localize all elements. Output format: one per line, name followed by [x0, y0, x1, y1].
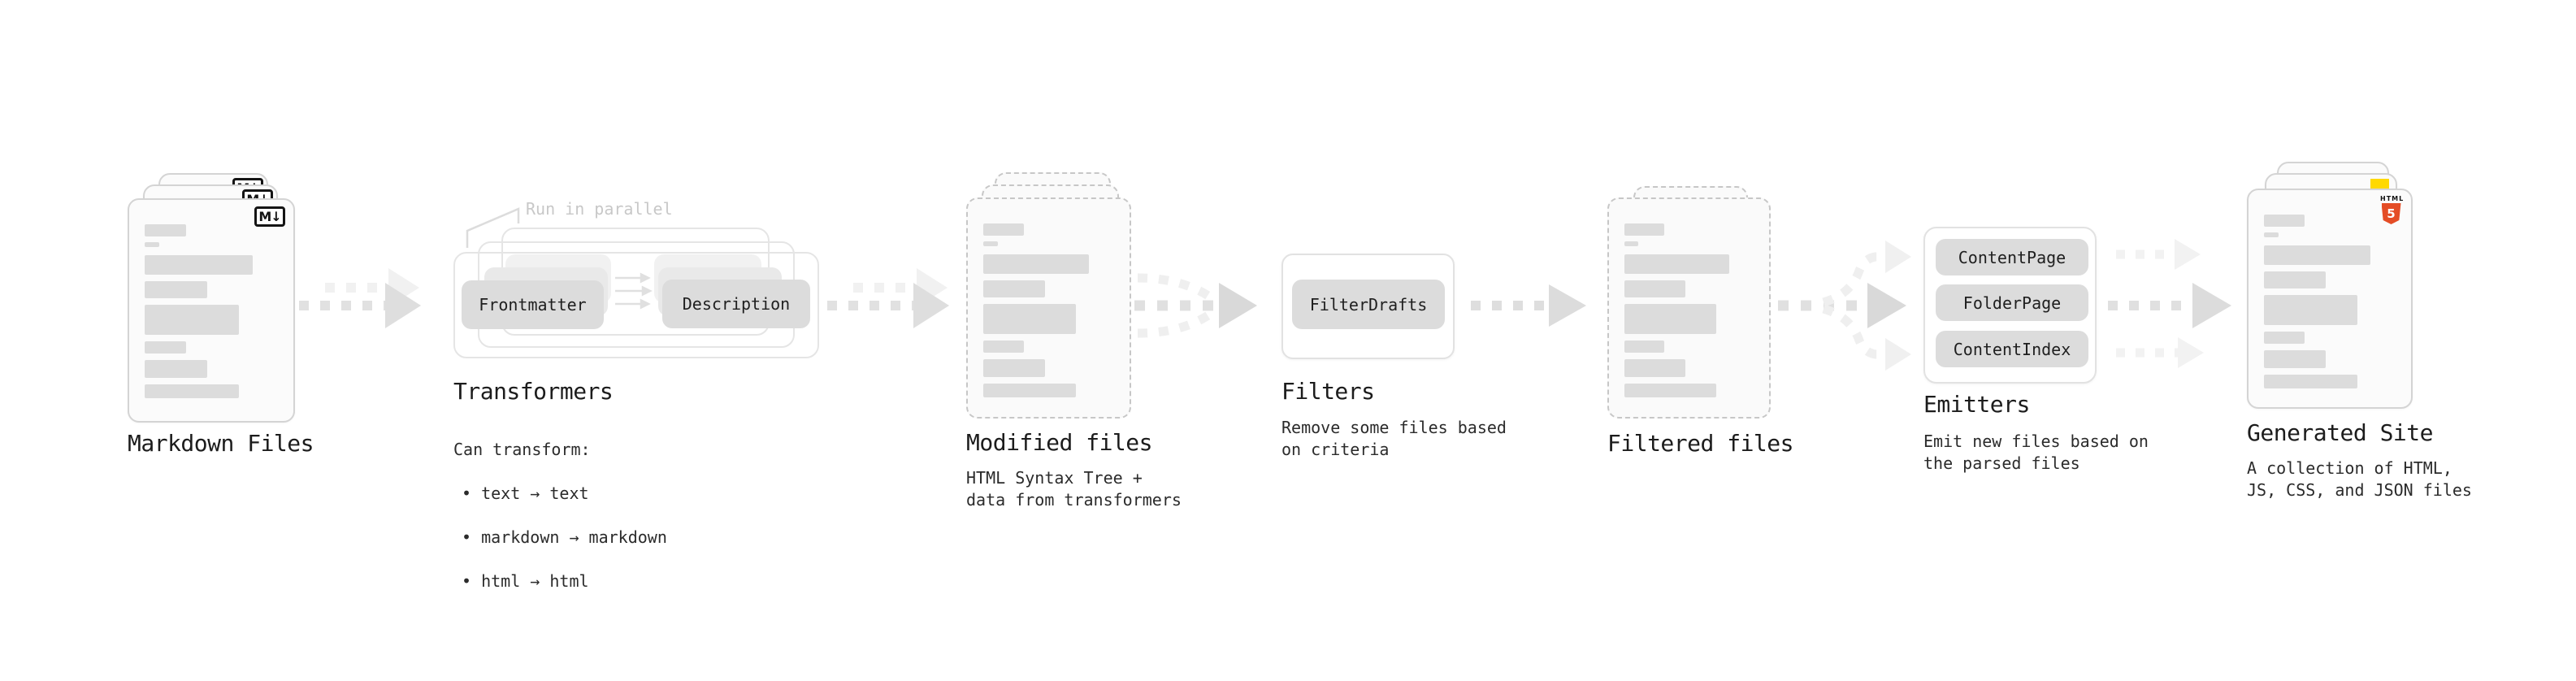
- doc-text-bar: [145, 305, 240, 335]
- generated-site-description: A collection of HTML, JS, CSS, and JSON …: [2247, 458, 2472, 500]
- doc-text-bar: [2264, 350, 2327, 368]
- js-icon: [2370, 179, 2389, 189]
- doc-text-bar: [1624, 304, 1716, 334]
- transform-bullet: • text → text: [462, 484, 589, 503]
- doc-text-bar: [145, 384, 240, 398]
- markdown-file-front-card: M↓: [128, 198, 295, 423]
- modified-file-front-card: [966, 197, 1131, 419]
- doc-text-bar: [983, 241, 998, 246]
- doc-text-placeholder: [2264, 215, 2396, 388]
- description-pill: Description: [662, 280, 810, 328]
- doc-text-bar: [1624, 280, 1685, 297]
- filters-description: Remove some files based on criteria: [1281, 418, 1507, 459]
- doc-text-bar: [145, 341, 186, 354]
- html5-icon: HTML 5: [2380, 195, 2405, 224]
- doc-text-bar: [983, 280, 1045, 297]
- arrow-modified-to-filters-icon: [1134, 273, 1257, 338]
- markdown-files-title: Markdown Files: [128, 430, 314, 457]
- doc-text-bar: [1624, 340, 1665, 353]
- doc-text-bar: [1624, 241, 1639, 246]
- doc-text-bar: [983, 223, 1024, 236]
- emitters-description: Emit new files based on the parsed files: [1923, 432, 2149, 473]
- arrow-emitters-to-generated-icon: [2108, 239, 2231, 368]
- doc-text-bar: [983, 384, 1077, 397]
- doc-text-bar: [983, 359, 1045, 377]
- arrow-filters-to-filtered-icon: [1471, 284, 1586, 327]
- emitters-title: Emitters: [1923, 391, 2030, 418]
- doc-text-bar: [2264, 332, 2305, 344]
- note-leader-line: [466, 207, 520, 248]
- transformers-description: Can transform: • text → text • markdown …: [453, 417, 667, 614]
- markdown-icon: M↓: [254, 206, 285, 227]
- transformers-title: Transformers: [453, 378, 614, 405]
- doc-text-placeholder: [1624, 223, 1754, 397]
- modified-files-description: HTML Syntax Tree + data from transformer…: [966, 468, 1182, 510]
- html5-icon-shield: 5: [2381, 203, 2401, 224]
- arrow-markdown-to-transformers-icon: [299, 268, 421, 328]
- doc-text-bar: [2264, 245, 2371, 265]
- frontmatter-pill: Frontmatter: [462, 280, 604, 329]
- filtered-files-title: Filtered files: [1607, 430, 1794, 457]
- doc-text-bar: [983, 340, 1024, 353]
- doc-text-bar: [2264, 375, 2358, 388]
- transformer-front-card: [453, 252, 819, 358]
- contentindex-pill: ContentIndex: [1936, 331, 2088, 367]
- doc-text-bar: [1624, 254, 1729, 274]
- doc-text-placeholder: [145, 224, 278, 398]
- arrow-transformers-to-modified-icon: [827, 268, 949, 328]
- generated-site-title: Generated Site: [2247, 419, 2434, 446]
- doc-text-bar: [1624, 384, 1716, 397]
- folderpage-pill: FolderPage: [1936, 284, 2088, 321]
- transformers-desc-heading: Can transform:: [453, 440, 591, 459]
- doc-text-bar: [983, 304, 1077, 334]
- doc-text-bar: [145, 281, 208, 298]
- generated-html-file-card: HTML 5: [2247, 189, 2413, 409]
- doc-text-placeholder: [983, 223, 1114, 397]
- html5-icon-label: HTML: [2380, 195, 2405, 202]
- doc-text-bar: [145, 360, 208, 378]
- arrow-filtered-to-emitters-icon: [1778, 241, 1911, 371]
- doc-text-bar: [2264, 295, 2358, 325]
- transform-bullet: • markdown → markdown: [462, 527, 667, 547]
- doc-text-bar: [1624, 223, 1665, 236]
- doc-text-bar: [2264, 232, 2279, 237]
- contentpage-pill: ContentPage: [1936, 239, 2088, 275]
- doc-text-bar: [145, 224, 186, 236]
- doc-text-bar: [145, 242, 160, 247]
- doc-text-bar: [2264, 215, 2305, 227]
- doc-text-bar: [2264, 271, 2327, 288]
- emitters-card: ContentPage FolderPage ContentIndex: [1923, 227, 2097, 384]
- run-in-parallel-note: Run in parallel: [526, 199, 673, 219]
- doc-text-bar: [1624, 359, 1685, 377]
- filtered-file-front-card: [1607, 197, 1771, 419]
- parallel-arrows-icon: [615, 272, 653, 310]
- filters-title: Filters: [1281, 378, 1375, 405]
- filterdrafts-pill: FilterDrafts: [1292, 280, 1445, 329]
- modified-files-title: Modified files: [966, 429, 1153, 456]
- transform-bullet: • html → html: [462, 571, 589, 591]
- doc-text-bar: [145, 255, 253, 275]
- doc-text-bar: [983, 254, 1090, 274]
